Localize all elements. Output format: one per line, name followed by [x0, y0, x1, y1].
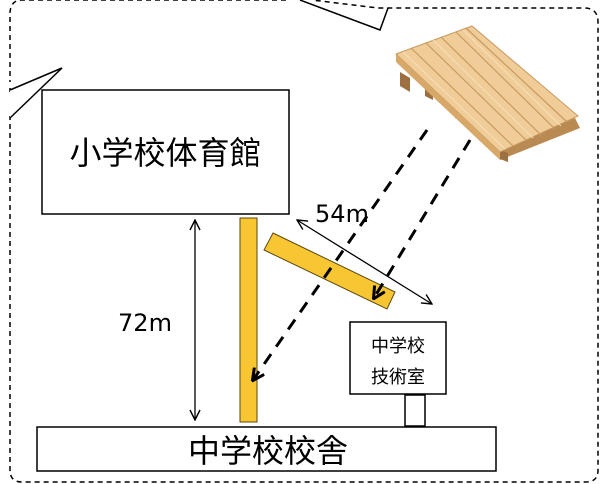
middle-school-building-box — [36, 426, 497, 472]
tech-room-label-line2: 技術室 — [371, 367, 425, 388]
tech-room-box — [349, 321, 447, 395]
callout-pointer-top — [299, 0, 389, 31]
dashed-arrow-to-vertical-path — [253, 129, 429, 380]
distance-54m-label: 54m — [315, 200, 369, 228]
elementary-gym-label: 小学校体育館 — [69, 134, 261, 172]
dashed-callout-frame — [9, 0, 599, 483]
callout-pointer-left — [9, 67, 63, 119]
distance-54m-arrow — [297, 220, 432, 304]
tech-room-label-line1: 中学校 — [371, 336, 425, 357]
middle-school-building-label: 中学校校舎 — [188, 432, 348, 470]
distance-72m-label: 72m — [118, 309, 172, 337]
elementary-gym-box — [41, 89, 290, 215]
tech-room-connector — [404, 394, 426, 427]
vertical-path — [239, 217, 258, 423]
wooden-pallet-icon — [395, 25, 580, 162]
dashed-arrow-to-diagonal-path — [374, 139, 472, 298]
